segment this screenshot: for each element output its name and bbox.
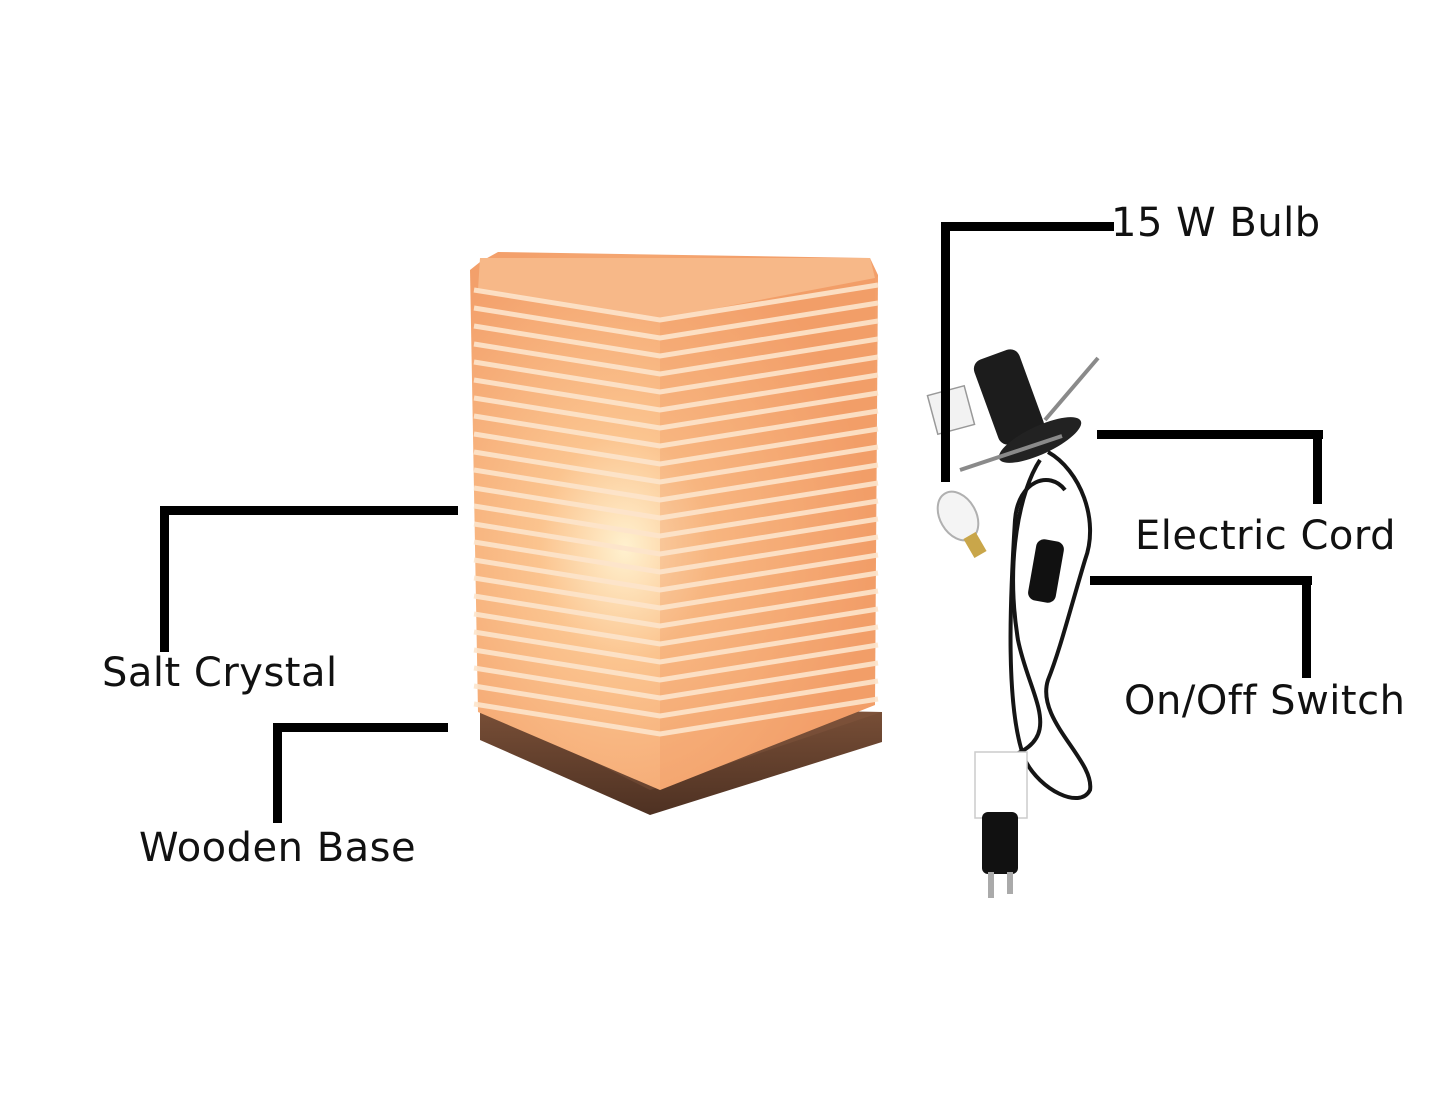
salt-ridge (473, 480, 879, 521)
leader-line-crystal-h (160, 506, 458, 515)
leader-line-switch-v (1302, 576, 1311, 678)
leader-line-bulb-v (941, 222, 950, 482)
leader-line-base-h (273, 723, 448, 732)
salt-ridge (473, 444, 879, 485)
salt-ridge (473, 408, 879, 449)
salt-ridge (473, 390, 879, 431)
salt-ridge (473, 642, 879, 683)
bulb-holder (926, 349, 1100, 472)
two-prong-plug (974, 751, 1028, 898)
salt-ridge (473, 282, 879, 323)
leader-line-bulb-h (941, 222, 1114, 231)
spare-bulb (936, 490, 987, 559)
salt-ridge (473, 372, 879, 413)
label-wooden-base: Wooden Base (139, 825, 417, 871)
label-electric-cord: Electric Cord (1135, 513, 1396, 559)
leader-line-base-v (273, 723, 282, 823)
salt-ridge (473, 624, 879, 665)
label-on-off-switch: On/Off Switch (1124, 678, 1406, 724)
salt-ridge (473, 660, 879, 701)
inline-switch (1028, 539, 1064, 603)
salt-ridge (473, 696, 879, 737)
salt-ridge (473, 678, 879, 719)
salt-ridge (473, 498, 879, 539)
leader-line-cord-v (1313, 437, 1322, 504)
salt-ridge (473, 606, 879, 647)
salt-ridge (473, 318, 879, 359)
salt-ridge (473, 534, 879, 575)
salt-ridge (473, 336, 879, 377)
salt-ridge (473, 300, 879, 341)
salt-ridge (473, 516, 879, 557)
label-salt-crystal: Salt Crystal (102, 650, 338, 696)
salt-ridge (473, 462, 879, 503)
salt-crystal (470, 252, 879, 790)
salt-ridge (473, 570, 879, 611)
leader-line-crystal-v (160, 506, 169, 652)
leader-line-switch-h (1090, 576, 1312, 585)
label-bulb: 15 W Bulb (1111, 200, 1321, 246)
salt-ridge (473, 552, 879, 593)
leader-line-cord-h (1097, 430, 1323, 439)
salt-ridge (473, 354, 879, 395)
salt-ridge (473, 426, 879, 467)
salt-ridge (473, 588, 879, 629)
